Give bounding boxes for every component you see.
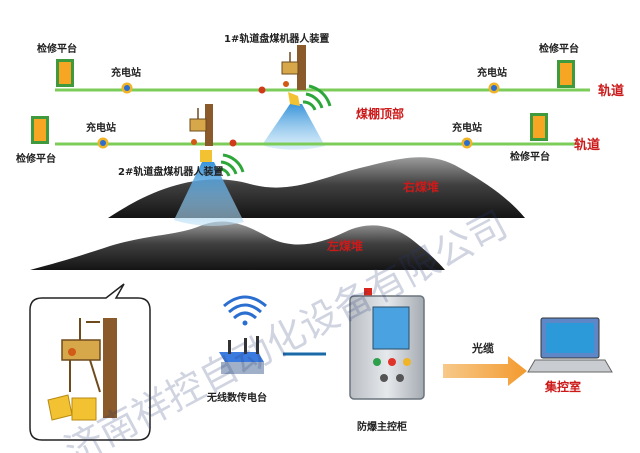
label-repair-platform-ur: 检修平台 [539,42,579,55]
left-coal-pile [30,221,445,270]
label-charging-ll: 充电站 [86,121,116,134]
control-cabinet-icon [349,288,425,400]
label-right-pile: 右煤堆 [402,179,439,194]
sonar-beam-1 [262,104,325,150]
label-repair-platform-ul: 检修平台 [37,42,77,55]
repair-platform-upper-right [557,60,575,88]
label-robot-1: 1#轨道盘煤机器人装置 [224,32,329,45]
repair-platform-lower-right [530,113,548,141]
label-repair-platform-lr: 检修平台 [510,150,550,163]
sonar-beam-2 [174,162,244,226]
wifi-signal-icon [223,295,267,326]
fiber-arrow [443,356,527,386]
label-repair-platform-ll: 检修平台 [16,152,56,165]
label-charging-lr: 充电站 [452,121,482,134]
label-left-pile: 左煤堆 [326,238,363,253]
charging-station-upper-right [488,82,500,94]
label-control-room: 集控室 [544,379,581,394]
label-charging-ul: 充电站 [111,66,141,79]
robot-detail-callout [29,283,151,441]
robot-1-icon [281,45,306,106]
label-control-cabinet: 防爆主控柜 [357,420,407,433]
charging-station-upper-left [121,82,133,94]
repair-platform-lower-left [31,116,49,144]
label-charging-ur: 充电站 [477,66,507,79]
wireless-router-icon [219,336,264,374]
label-fiber: 光缆 [471,341,494,355]
label-robot-2: 2#轨道盘煤机器人装置 [118,165,223,178]
label-shed-roof: 煤棚顶部 [356,106,404,121]
label-wireless-station: 无线数传电台 [206,391,267,404]
track-marker-2 [229,139,237,147]
computer-monitor-icon [527,317,613,373]
label-track-upper: 轨道 [598,83,624,99]
charging-station-lower-right [461,137,473,149]
repair-platform-upper-left [56,59,74,87]
label-track-lower: 轨道 [574,137,600,153]
robot-2-icon [189,104,213,162]
sonar-wave-icon-2 [218,153,245,177]
track-marker-1 [258,86,266,94]
sonar-wave-icon-1 [302,84,332,111]
charging-station-lower-left [97,137,109,149]
